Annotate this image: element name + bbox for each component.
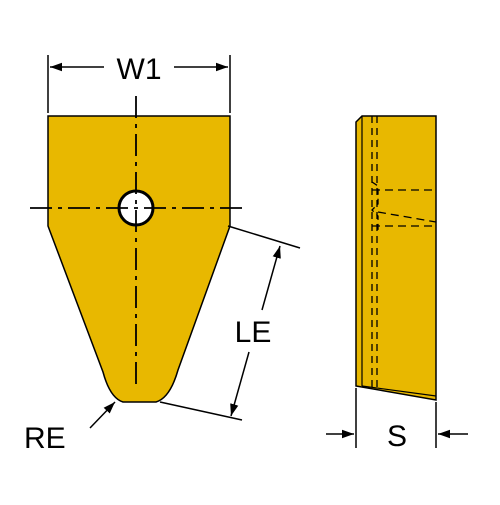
le-arrow-top xyxy=(261,245,281,311)
insert-front-body xyxy=(47,115,231,403)
hidden-hole-middle xyxy=(377,211,437,223)
hidden-hole-profile xyxy=(371,181,379,232)
le-extension-bottom xyxy=(159,401,243,421)
length-dimension: LE xyxy=(159,225,301,421)
thickness-dimension: S xyxy=(326,388,468,453)
le-label: LE xyxy=(235,316,272,349)
side-view xyxy=(355,115,437,401)
radius-leader: RE xyxy=(24,401,116,455)
insert-side-body xyxy=(355,115,437,401)
width-dimension: W1 xyxy=(47,53,231,113)
side-bevel-bottom xyxy=(361,385,437,397)
front-view xyxy=(30,96,244,403)
re-arrow xyxy=(89,401,116,429)
le-extension-top xyxy=(227,225,301,249)
w1-label: W1 xyxy=(117,53,162,86)
re-label: RE xyxy=(24,422,66,455)
s-label: S xyxy=(387,420,407,453)
le-arrow-bottom xyxy=(230,351,250,417)
